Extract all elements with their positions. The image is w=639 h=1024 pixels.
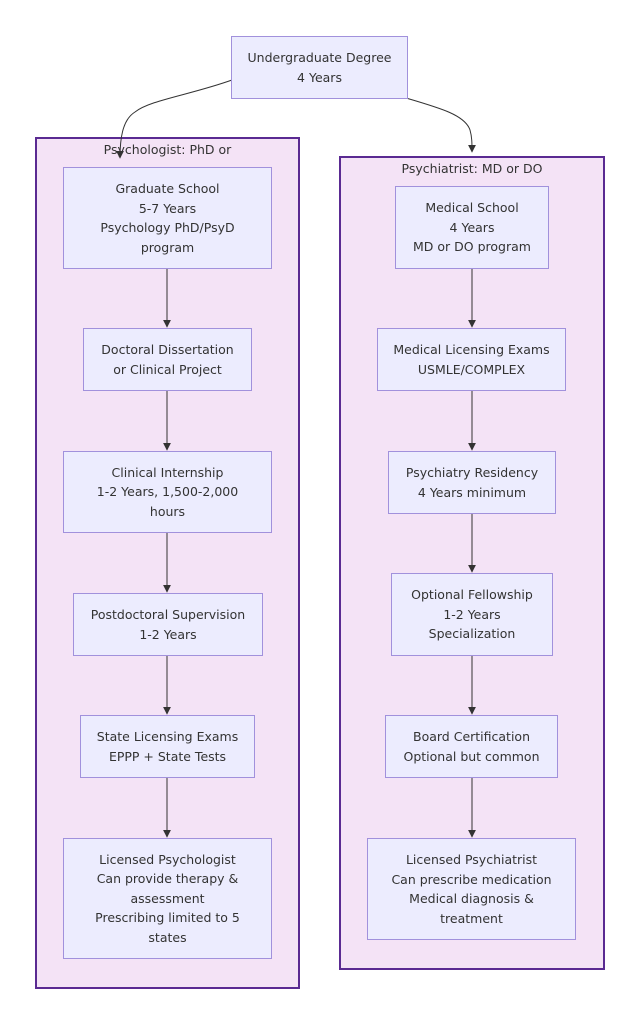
node-line: State Licensing Exams <box>96 729 239 744</box>
board-certification-node: Board Certification Optional but common <box>385 715 558 778</box>
node-line: Can prescribe medication <box>391 871 552 887</box>
node-line: Board Certification <box>413 729 530 744</box>
node-line: 1-2 Years, 1,500-2,000 <box>96 484 239 500</box>
node-line: EPPP + State Tests <box>108 748 227 764</box>
optional-fellowship-node: Optional Fellowship 1-2 Years Specializa… <box>391 573 553 656</box>
node-line: or Clinical Project <box>113 361 222 377</box>
node-line: program <box>140 239 195 255</box>
node-line: states <box>148 929 187 945</box>
node-line: Licensed Psychiatrist <box>405 852 538 867</box>
edge-root-to-graduate-school <box>116 79 233 159</box>
node-line: Clinical Internship <box>111 464 224 480</box>
node-line: USMLE/COMPLEX <box>417 361 526 377</box>
node-line: assessment <box>130 890 205 906</box>
node-line: hours <box>149 503 186 519</box>
psychologist-cluster-title: Psychologist: PhD or PsyD Pathway <box>103 142 232 157</box>
node-line: 4 Years <box>449 219 495 235</box>
node-line: Medical School <box>425 200 519 216</box>
graduate-school-node: Graduate School 5-7 Years Psychology PhD… <box>63 167 272 269</box>
edge-root-to-medical-school <box>405 97 476 153</box>
node-line: Medical Licensing Exams <box>393 342 550 357</box>
node-line: Optional but common <box>403 748 540 764</box>
licensed-psychiatrist-node: Licensed Psychiatrist Can prescribe medi… <box>367 838 576 940</box>
node-line: Psychiatry Residency <box>405 465 539 480</box>
node-line: Can provide therapy & <box>96 871 239 887</box>
undergraduate-degree-node: Undergraduate Degree 4 Years <box>231 36 408 99</box>
node-line: 1-2 Years <box>443 606 501 622</box>
node-line: Psychology PhD/PsyD <box>100 220 235 235</box>
node-line: 1-2 Years <box>139 626 197 642</box>
node-line: Medical diagnosis & <box>409 891 534 906</box>
node-line: Optional Fellowship <box>411 587 533 603</box>
node-line: Postdoctoral Supervision <box>90 607 246 622</box>
node-line: Undergraduate Degree <box>247 50 392 65</box>
postdoctoral-supervision-node: Postdoctoral Supervision 1-2 Years <box>73 593 263 656</box>
doctoral-dissertation-node: Doctoral Dissertation or Clinical Projec… <box>83 328 252 391</box>
node-line: Prescribing limited to 5 <box>95 910 240 926</box>
medical-school-node: Medical School 4 Years MD or DO program <box>395 186 549 269</box>
node-line: Licensed Psychologist <box>99 851 236 867</box>
node-line: 4 Years <box>297 69 342 85</box>
node-line: Graduate School <box>115 181 220 196</box>
state-licensing-exams-node: State Licensing Exams EPPP + State Tests <box>80 715 255 778</box>
node-line: 5-7 Years <box>138 200 197 216</box>
node-line: 4 Years minimum <box>417 484 527 500</box>
node-line: Doctoral Dissertation <box>101 342 234 357</box>
node-line: MD or DO program <box>413 239 531 255</box>
node-line: Specialization <box>428 626 516 642</box>
licensed-psychologist-node: Licensed Psychologist Can provide therap… <box>63 838 272 959</box>
clinical-internship-node: Clinical Internship 1-2 Years, 1,500-2,0… <box>63 451 272 533</box>
psychiatrist-cluster-title: Psychiatrist: MD or DO Pathway <box>401 161 543 176</box>
node-line: treatment <box>440 910 503 926</box>
medical-licensing-exams-node: Medical Licensing Exams USMLE/COMPLEX <box>377 328 566 391</box>
psychiatry-residency-node: Psychiatry Residency 4 Years minimum <box>388 451 556 514</box>
